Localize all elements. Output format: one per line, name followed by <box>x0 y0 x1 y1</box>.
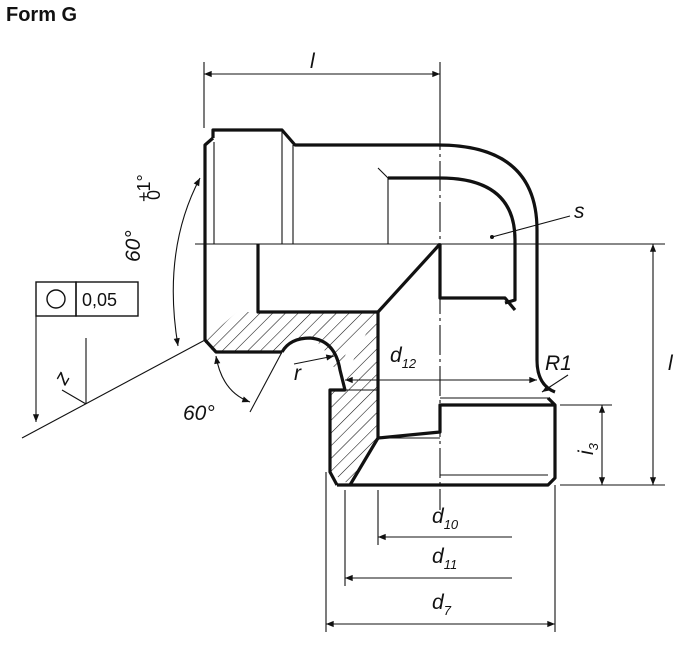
angle-60-lower: 60° <box>183 351 283 425</box>
label-angle-upper: 60° <box>122 230 145 262</box>
label-s: s <box>574 200 585 223</box>
label-z: z <box>49 367 75 389</box>
label-angle-tol-zero: 0 <box>144 190 164 200</box>
label-d7: d7 <box>432 591 452 618</box>
label-angle-tol-plus: +1° <box>134 174 154 202</box>
roundness-circle-icon <box>46 289 66 309</box>
dimension-d11: d11 <box>344 490 512 586</box>
fitting-body-outline <box>203 128 557 487</box>
dimension-l-top: l <box>203 50 441 142</box>
hatched-section-lower <box>330 312 378 485</box>
drawing-title: Form G <box>6 4 78 26</box>
tolerance-value: 0,05 <box>82 290 117 310</box>
label-angle-lower: 60° <box>183 402 215 425</box>
label-i: i3 <box>575 442 601 455</box>
dimension-i3: i3 <box>560 404 612 485</box>
tolerance-frame: 0,05 <box>32 281 139 422</box>
label-l-top: l <box>310 50 316 73</box>
label-r1: R1 <box>545 352 572 375</box>
leader-s: s <box>490 200 585 239</box>
axis-z-marker: z <box>49 338 87 405</box>
centre-lines <box>195 120 665 510</box>
label-d12: d12 <box>390 344 417 371</box>
dimension-l-right: l <box>560 244 674 486</box>
label-d10: d10 <box>432 505 459 532</box>
dimension-d7: d7 <box>325 472 556 632</box>
leader-r1: R1 <box>541 352 572 393</box>
dimension-d10: d10 <box>377 490 512 545</box>
label-d11: d11 <box>432 545 457 572</box>
label-r: r <box>294 362 302 385</box>
dimension-d12: d12 <box>345 344 538 384</box>
angle-60-upper: 60° +1° 0 <box>21 174 206 439</box>
leader-r: r <box>293 354 335 385</box>
label-l-right: l <box>668 352 674 375</box>
